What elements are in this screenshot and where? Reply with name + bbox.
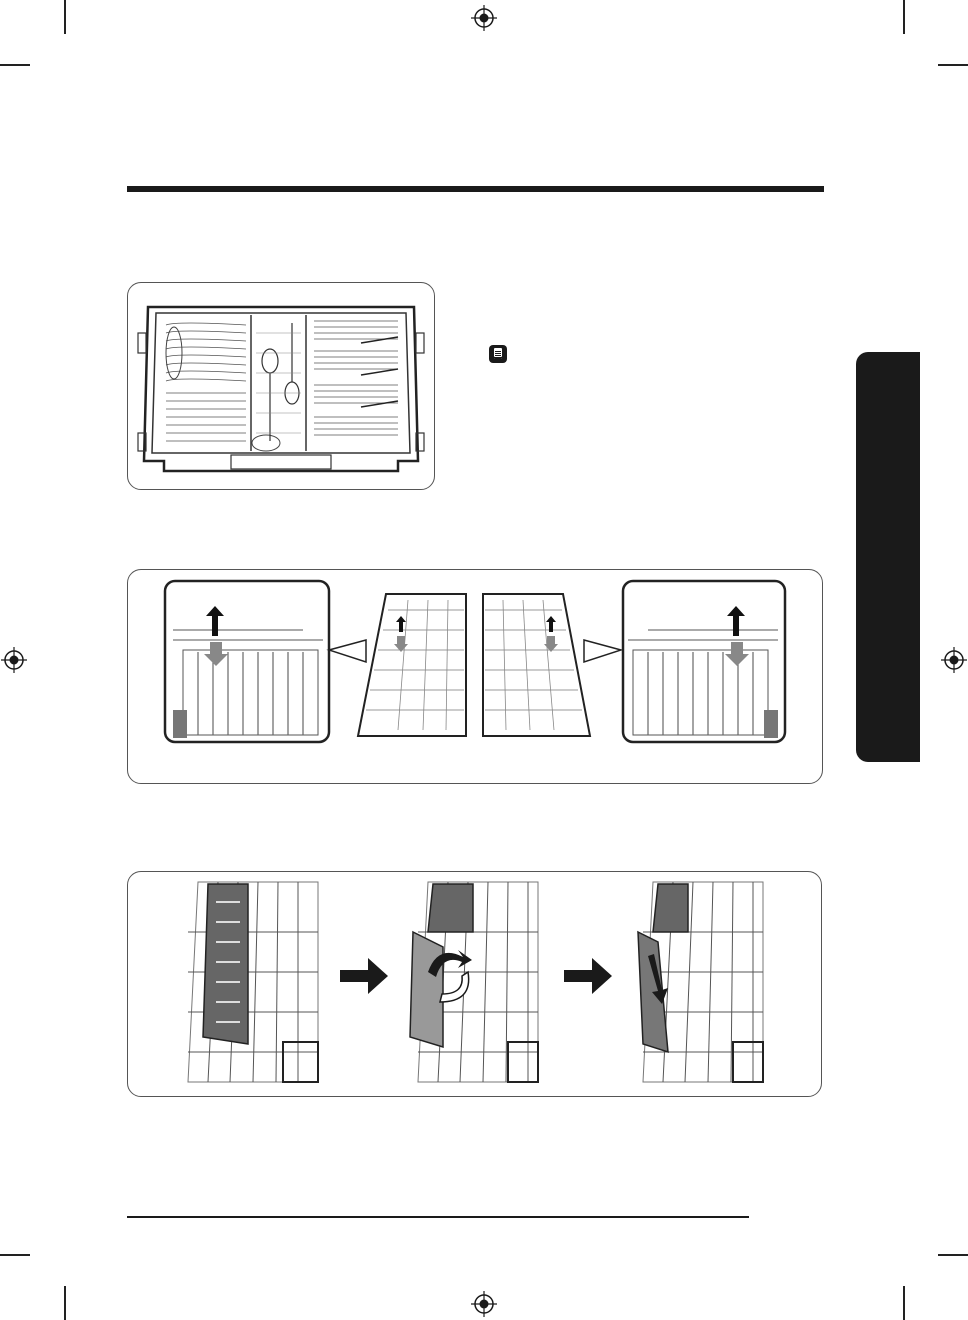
arrow-right-icon	[564, 958, 612, 994]
crop-mark	[938, 64, 968, 66]
section-side-tab	[856, 352, 920, 762]
registration-mark-icon	[471, 5, 497, 31]
registration-mark-icon	[941, 647, 967, 673]
crop-mark	[0, 1254, 30, 1256]
footer-rule	[127, 1216, 749, 1218]
cutlery-tray-panel	[127, 282, 435, 490]
crop-mark	[64, 1286, 66, 1320]
header-rule	[127, 186, 824, 192]
crop-mark	[64, 0, 66, 34]
crop-mark	[903, 1286, 905, 1320]
note-icon	[489, 345, 507, 363]
crop-mark	[938, 1254, 968, 1256]
fold-rack-panel	[127, 871, 822, 1097]
crop-mark	[0, 64, 30, 66]
sliding-rack-illustration	[128, 570, 822, 783]
arrow-right-icon	[340, 958, 388, 994]
registration-mark-icon	[1, 647, 27, 673]
fold-rack-steps-illustration	[128, 872, 821, 1096]
sliding-rack-panel	[127, 569, 823, 784]
registration-mark-icon	[471, 1291, 497, 1317]
crop-mark	[903, 0, 905, 34]
cutlery-tray-illustration	[136, 293, 426, 481]
